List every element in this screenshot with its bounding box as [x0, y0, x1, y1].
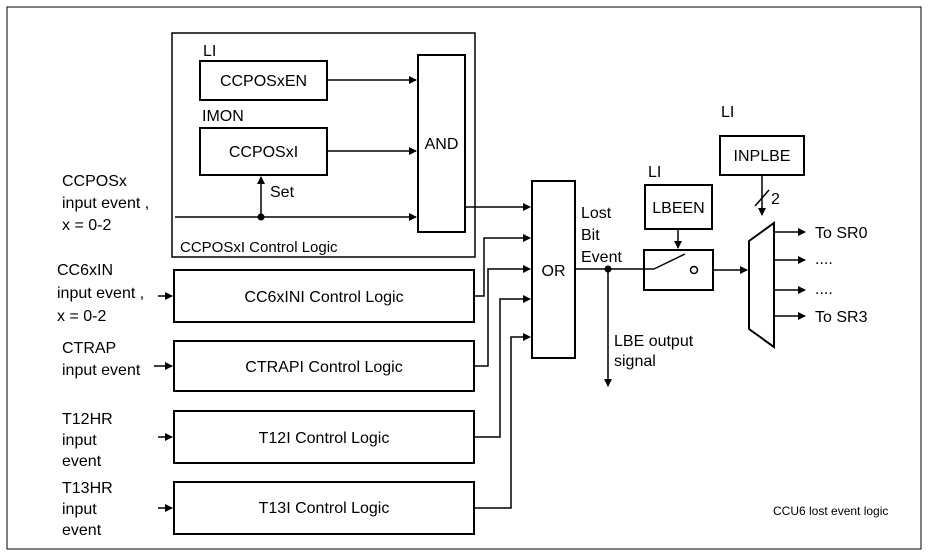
- ccposxi-register-box: [199, 127, 328, 176]
- t12i-control-label: T12I Control Logic: [259, 430, 390, 447]
- cc6xini-control-box: [173, 269, 475, 323]
- lost-bit-event-label: Lost Bit Event: [581, 205, 622, 266]
- switch-group-label: LI: [648, 164, 661, 181]
- mux-group-label: LI: [721, 104, 734, 121]
- figure-frame: [6, 6, 922, 550]
- lbeen-register-label: LBEEN: [652, 200, 704, 217]
- bus-slash: [754, 189, 770, 207]
- set-junction-dot: [257, 213, 265, 221]
- t13-to-or-wire: [474, 333, 531, 509]
- output-sr3-label: To SR3: [815, 309, 868, 326]
- set-label: Set: [270, 184, 295, 201]
- switch-contact: [689, 265, 699, 275]
- ccposxi-logic-frame: [171, 32, 476, 258]
- ctrap-to-or-wire: [474, 265, 531, 367]
- t13i-control-label: T13I Control Logic: [259, 500, 390, 517]
- ccposxi-control-logic-block: LI CCPOSxEN IMON CCPOSxI AND CCPOSxI Con…: [171, 32, 476, 258]
- cc6-to-or-wire: [474, 234, 531, 297]
- t12-to-or-wire: [474, 295, 531, 438]
- t13i-control-box: [173, 481, 475, 535]
- bus-width-label: 2: [771, 191, 780, 208]
- ccposxi-register-label: CCPOSxI: [229, 144, 298, 161]
- ccposxi-logic-caption: CCPOSxI Control Logic: [180, 239, 338, 256]
- output-sr1-label: ....: [815, 251, 833, 268]
- and-gate: [417, 54, 466, 233]
- ctrapi-control-label: CTRAPI Control Logic: [245, 359, 402, 376]
- inplbe-register-label: INPLBE: [734, 148, 791, 165]
- ctrap-input-label: CTRAP input event: [62, 340, 141, 379]
- output-sr2-label: ....: [815, 281, 833, 298]
- status-group-label: IMON: [202, 108, 244, 125]
- enable-group-label: LI: [203, 43, 216, 60]
- or-gate: [531, 180, 576, 359]
- output-sr0-label: To SR0: [815, 225, 868, 242]
- figure-note: CCU6 lost event logic: [773, 504, 888, 518]
- lbe-output-label: LBE output signal: [614, 333, 698, 370]
- cc6-input-label: CC6xIN input event , x = 0-2: [57, 262, 149, 325]
- cc6xini-control-label: CC6xINI Control Logic: [244, 289, 403, 306]
- and-gate-label: AND: [425, 136, 459, 153]
- or-gate-label: OR: [542, 263, 566, 280]
- ccposxen-register-label: CCPOSxEN: [220, 73, 307, 90]
- lbeen-register-box: [644, 184, 713, 230]
- ctrapi-control-box: [173, 340, 475, 392]
- inplbe-register-box: [719, 135, 805, 176]
- output-multiplexer: [748, 221, 775, 349]
- lost-bit-switch: [643, 249, 714, 291]
- switch-lever: [653, 253, 686, 270]
- t13-input-label: T13HR input event: [62, 480, 117, 539]
- t12-input-label: T12HR input event: [62, 411, 117, 470]
- ccpos-input-label: CCPOSx input event , x = 0-2: [62, 173, 154, 234]
